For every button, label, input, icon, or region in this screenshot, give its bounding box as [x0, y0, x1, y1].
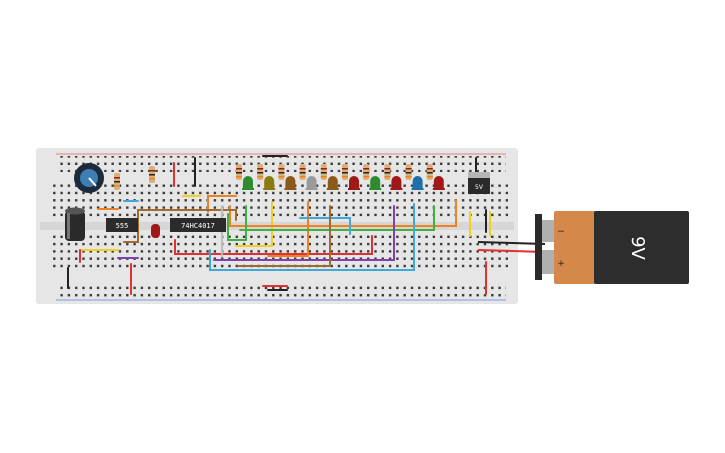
- wires: [67, 155, 491, 295]
- led: [411, 176, 424, 190]
- voltage-regulator: 5V: [468, 172, 490, 194]
- counter-chip-label: 74HC4017: [181, 222, 215, 230]
- led: [305, 176, 318, 190]
- led-resistor: [278, 164, 285, 180]
- battery-leads: [477, 241, 546, 253]
- potentiometer[interactable]: [74, 163, 104, 193]
- upper-terminal-strip: [52, 180, 508, 218]
- battery-voltage-label: 9V: [627, 236, 648, 260]
- resistor: [149, 166, 155, 183]
- regulator-label: 5V: [475, 184, 484, 191]
- led-resistor: [257, 164, 264, 180]
- led: [326, 176, 339, 190]
- led-resistor: [363, 164, 370, 180]
- led-resistor: [320, 164, 327, 180]
- battery-plus-label: +: [557, 259, 565, 269]
- timer-chip-label: 555: [116, 222, 129, 230]
- ceramic-capacitor: [151, 224, 160, 238]
- led: [348, 176, 360, 190]
- led: [390, 176, 403, 190]
- led-resistor: [405, 164, 412, 180]
- led: [242, 176, 254, 190]
- battery-minus-label: −: [557, 227, 565, 237]
- battery-9v: − + 9V: [535, 211, 689, 284]
- led-resistor: [236, 164, 242, 180]
- led: [369, 176, 382, 190]
- counter-chip: 74HC4017: [170, 218, 226, 232]
- led: [263, 176, 276, 190]
- resistor: [114, 173, 120, 190]
- capacitor: [65, 207, 85, 241]
- led-resistor: [342, 164, 348, 180]
- led-row: [236, 164, 445, 190]
- led-resistor: [299, 164, 306, 180]
- led: [284, 176, 297, 190]
- led: [432, 176, 445, 190]
- timer-chip: 555: [106, 218, 138, 232]
- led-resistor: [384, 164, 391, 180]
- led-resistor: [426, 164, 433, 180]
